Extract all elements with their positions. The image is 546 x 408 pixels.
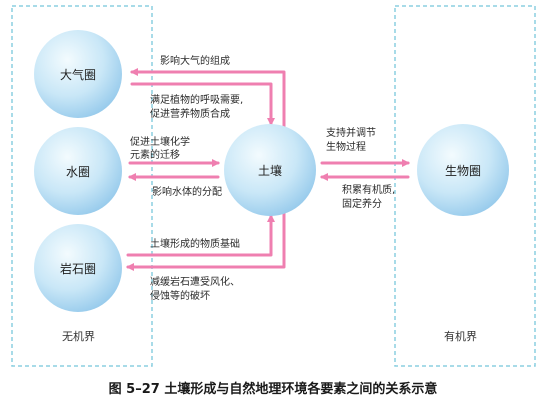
organic-border xyxy=(394,5,536,367)
label-litho-to-soil: 土壤形成的物质基础 xyxy=(150,239,240,250)
inorganic-group-label: 无机界 xyxy=(62,330,95,343)
label-soil-to-litho-2: 侵蚀等的破坏 xyxy=(150,291,210,302)
label-soil-to-atmosphere: 影响大气的组成 xyxy=(160,56,230,67)
label-hydro-to-soil-2: 元素的迁移 xyxy=(130,150,180,161)
hydrosphere-node xyxy=(34,127,122,215)
lithosphere-label: 岩石圈 xyxy=(59,262,96,276)
label-atmosphere-to-soil-1: 满足植物的呼吸需要, xyxy=(150,95,244,106)
arrow-atmosphere-to-soil xyxy=(130,82,275,126)
arrow-litho-to-soil xyxy=(126,214,275,257)
label-soil-to-litho-1: 减缓岩石遭受风化、 xyxy=(150,277,240,288)
soil-node xyxy=(224,124,316,216)
atmosphere-node xyxy=(34,30,122,118)
arrow-soil-to-litho xyxy=(126,210,286,271)
organic-group-label: 有机界 xyxy=(444,330,477,343)
label-soil-to-hydro: 影响水体的分配 xyxy=(152,187,222,198)
arrow-soil-to-atmosphere xyxy=(130,68,286,130)
label-bio-to-soil-1: 积累有机质, xyxy=(342,185,396,196)
label-atmosphere-to-soil-2: 促进营养物质合成 xyxy=(150,109,230,120)
inorganic-border xyxy=(11,5,153,367)
biosphere-label: 生物圈 xyxy=(444,164,481,178)
soil-label: 土壤 xyxy=(257,164,282,178)
hydrosphere-label: 水圈 xyxy=(65,165,90,179)
figure-caption: 图 5–27 土壤形成与自然地理环境各要素之间的关系示意 xyxy=(108,382,438,397)
lithosphere-node xyxy=(34,224,122,312)
atmosphere-label: 大气圈 xyxy=(59,68,96,82)
label-bio-to-soil-2: 固定养分 xyxy=(342,199,382,210)
label-soil-to-bio-2: 生物过程 xyxy=(326,142,366,153)
biosphere-node xyxy=(417,124,509,216)
label-hydro-to-soil-1: 促进土壤化学 xyxy=(130,137,190,148)
label-soil-to-bio-1: 支持并调节 xyxy=(326,128,376,139)
